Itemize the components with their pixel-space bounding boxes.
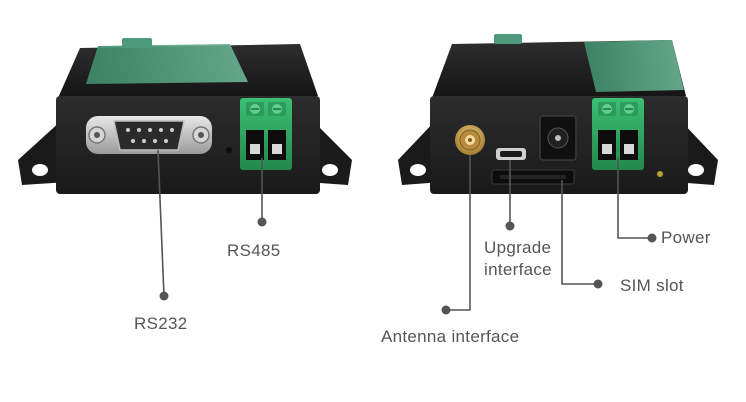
power-label: Power <box>661 228 711 247</box>
right-top-label <box>584 40 684 92</box>
left-top-label <box>86 44 248 84</box>
rs232-callout-dot <box>159 291 169 301</box>
power-callout-dot <box>647 233 657 243</box>
right-flange-right-hole <box>688 164 704 176</box>
sim-slot-label: SIM slot <box>620 276 684 295</box>
left-led <box>226 147 232 153</box>
db9-connector <box>86 116 212 154</box>
right-flange-left-hole <box>410 164 426 176</box>
rs485-terminal-block <box>240 98 292 170</box>
right-rear-tab <box>494 34 522 44</box>
left-flange-left-hole <box>32 164 48 176</box>
rs232-callout-line <box>157 149 165 297</box>
rs485-label: RS485 <box>227 241 281 260</box>
sim-slot <box>491 169 575 185</box>
left-device <box>18 38 352 194</box>
dc-power-jack <box>539 115 577 161</box>
antenna-callout-line <box>446 155 471 311</box>
right-led <box>657 171 663 177</box>
rs232-label: RS232 <box>134 314 188 333</box>
power-terminal-block <box>592 98 644 170</box>
left-rear-tab <box>122 38 152 48</box>
sim-callout-dot <box>593 279 603 289</box>
upgrade-interface-label: Upgrade interface <box>484 238 552 279</box>
left-flange-left <box>18 120 68 185</box>
rs485-callout-dot <box>257 217 267 227</box>
antenna-callout-dot <box>441 305 451 315</box>
antenna-interface-label: Antenna interface <box>381 327 520 346</box>
sim-callout-line <box>561 180 596 285</box>
left-flange-right-hole <box>322 164 338 176</box>
power-callout-line <box>617 158 650 239</box>
upgrade-callout-dot <box>505 221 515 231</box>
right-device <box>398 34 718 194</box>
antenna-connector <box>455 125 485 155</box>
micro-usb-port <box>496 148 526 160</box>
